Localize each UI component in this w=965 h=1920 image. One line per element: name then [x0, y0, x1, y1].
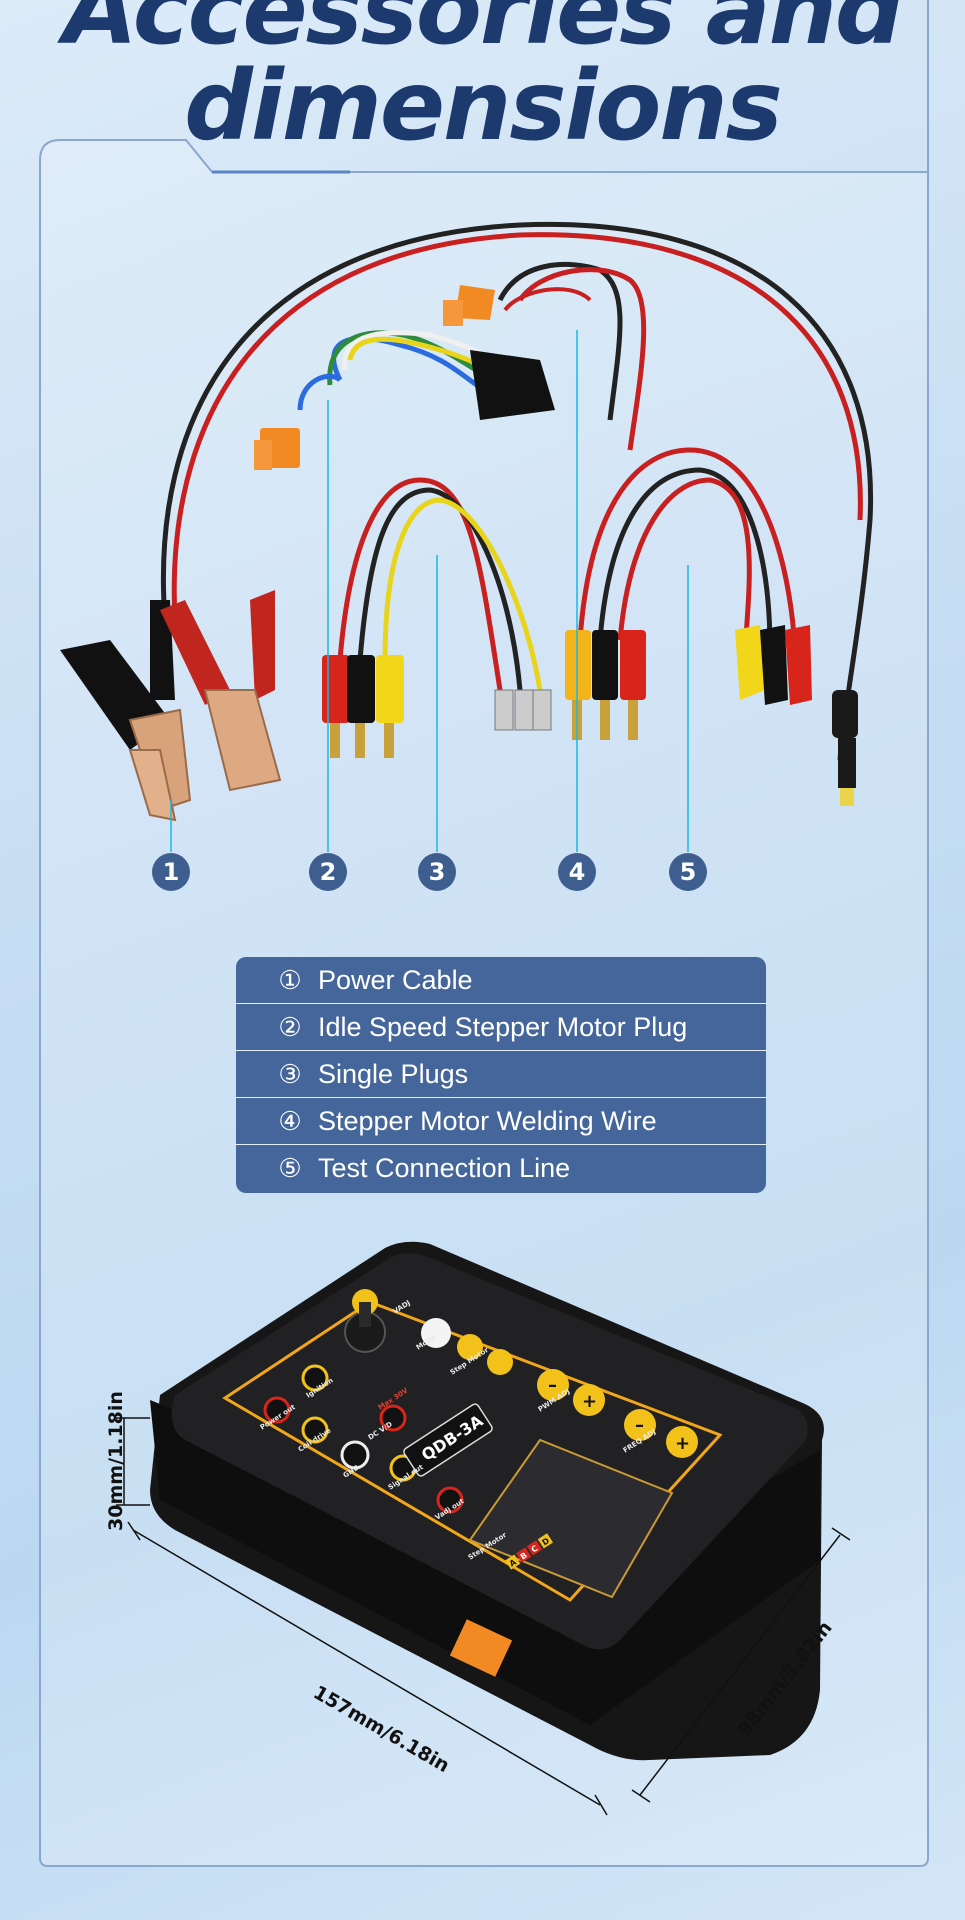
pwm-plus-button[interactable]: [573, 1384, 605, 1416]
welding-wire: [443, 261, 647, 451]
side-connector: [449, 1619, 513, 1677]
page-title-line2: dimensions: [184, 50, 783, 162]
stepper-motor-plug: [254, 330, 555, 470]
test-connection-line: [565, 447, 812, 740]
legend-marker: ②: [278, 1011, 302, 1042]
svg-text:+: +: [582, 1391, 597, 1412]
dc-vd-socket[interactable]: [379, 1404, 407, 1432]
legend-marker: ⑤: [278, 1152, 302, 1183]
freq-minus-button[interactable]: [624, 1409, 656, 1441]
legend-row: ④ Stepper Motor Welding Wire: [236, 1098, 766, 1145]
single-plugs: [322, 477, 552, 758]
legend-label: Power Cable: [318, 964, 473, 995]
legend-row: ② Idle Speed Stepper Motor Plug: [236, 1004, 766, 1051]
leader-lines: [170, 330, 689, 852]
indicator-b: B: [519, 1551, 529, 1562]
svg-text:–: –: [548, 1375, 557, 1396]
callout-1: 1: [152, 853, 190, 891]
gnd-socket[interactable]: [340, 1440, 370, 1470]
page-title-line1: Accessories and: [63, 0, 903, 66]
legend-marker: ③: [278, 1058, 302, 1089]
legend-marker: ①: [278, 964, 302, 995]
legend-label: Test Connection Line: [318, 1152, 571, 1183]
indicator-a: A: [508, 1557, 519, 1568]
indicator-c: C: [530, 1544, 540, 1555]
legend-label: Idle Speed Stepper Motor Plug: [318, 1011, 688, 1042]
dimension-lines: [116, 1417, 851, 1816]
callout-5: 5: [669, 853, 707, 891]
freq-plus-button[interactable]: [666, 1426, 698, 1458]
accessories-illustration: [60, 221, 874, 852]
power-out-socket[interactable]: [263, 1396, 291, 1424]
legend-label: Stepper Motor Welding Wire: [318, 1105, 657, 1136]
legend-row: ⑤ Test Connection Line: [236, 1145, 766, 1191]
step-motor-button-2[interactable]: [487, 1349, 513, 1375]
legend-label: Single Plugs: [318, 1058, 469, 1089]
callout-4: 4: [558, 853, 596, 891]
ignition-socket[interactable]: [301, 1364, 329, 1392]
indicator-strip: A B C D: [505, 1533, 554, 1570]
pwm-minus-button[interactable]: [537, 1369, 569, 1401]
callout-3: 3: [418, 853, 456, 891]
indicator-d: D: [541, 1536, 552, 1547]
svg-text:–: –: [635, 1415, 644, 1436]
power-cable: [60, 221, 874, 822]
height-dimension-label: 30mm/1.18in: [104, 1391, 127, 1531]
svg-text:+: +: [675, 1433, 690, 1454]
coil-drive-socket[interactable]: [301, 1416, 329, 1444]
vadj-out-socket[interactable]: [436, 1486, 464, 1514]
legend-row: ③ Single Plugs: [236, 1051, 766, 1098]
legend-row: ① Power Cable: [236, 957, 766, 1004]
accessories-legend: ① Power Cable ② Idle Speed Stepper Motor…: [236, 957, 766, 1193]
step-motor-button-1[interactable]: [457, 1334, 483, 1360]
mode-button[interactable]: [421, 1318, 451, 1348]
panel-outline: [222, 1300, 723, 1602]
legend-marker: ④: [278, 1105, 302, 1136]
callout-2: 2: [309, 853, 347, 891]
